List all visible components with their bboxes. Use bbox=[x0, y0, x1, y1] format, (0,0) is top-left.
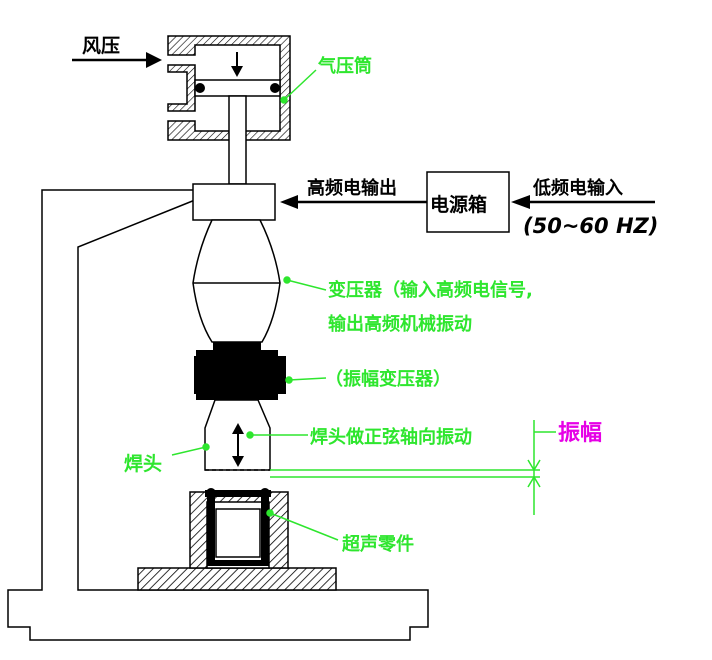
ultrasonic-part-label: 超声零件 bbox=[342, 533, 414, 555]
wind-pressure-label: 风压 bbox=[82, 35, 120, 57]
transformer-label-line2: 输出高频机械振动 bbox=[328, 313, 472, 335]
leader-lines bbox=[171, 69, 339, 541]
anvil-base bbox=[137, 567, 337, 591]
frequency-label: (50~60 HZ) bbox=[523, 214, 658, 238]
amplitude-indicator bbox=[270, 420, 556, 515]
horn-label: 焊头 bbox=[124, 452, 162, 475]
hf-output-arrow bbox=[280, 195, 427, 209]
wind-pressure-arrow bbox=[72, 52, 162, 68]
amplitude-transformer-label: （振幅变压器） bbox=[325, 368, 451, 390]
amplitude-transformer bbox=[194, 342, 286, 400]
welding-horn bbox=[204, 399, 271, 471]
transformer-label-line1: 变压器（输入高频电信号, bbox=[328, 279, 533, 301]
ultrasonic-part bbox=[205, 488, 271, 566]
lf-input-arrow bbox=[511, 195, 655, 209]
horn-vibration-label: 焊头做正弦轴向振动 bbox=[310, 426, 472, 448]
transformer bbox=[192, 219, 281, 343]
lf-input-label: 低频电输入 bbox=[532, 177, 623, 199]
power-box bbox=[426, 171, 510, 233]
converter-housing bbox=[192, 183, 276, 221]
machine-frame bbox=[7, 189, 429, 641]
air-cylinder bbox=[167, 35, 291, 185]
amplitude-label: 振幅 bbox=[558, 421, 602, 446]
hf-output-label: 高频电输出 bbox=[307, 177, 397, 199]
air-cylinder-label: 气压筒 bbox=[317, 55, 372, 77]
power-box-label: 电源箱 bbox=[430, 193, 487, 216]
